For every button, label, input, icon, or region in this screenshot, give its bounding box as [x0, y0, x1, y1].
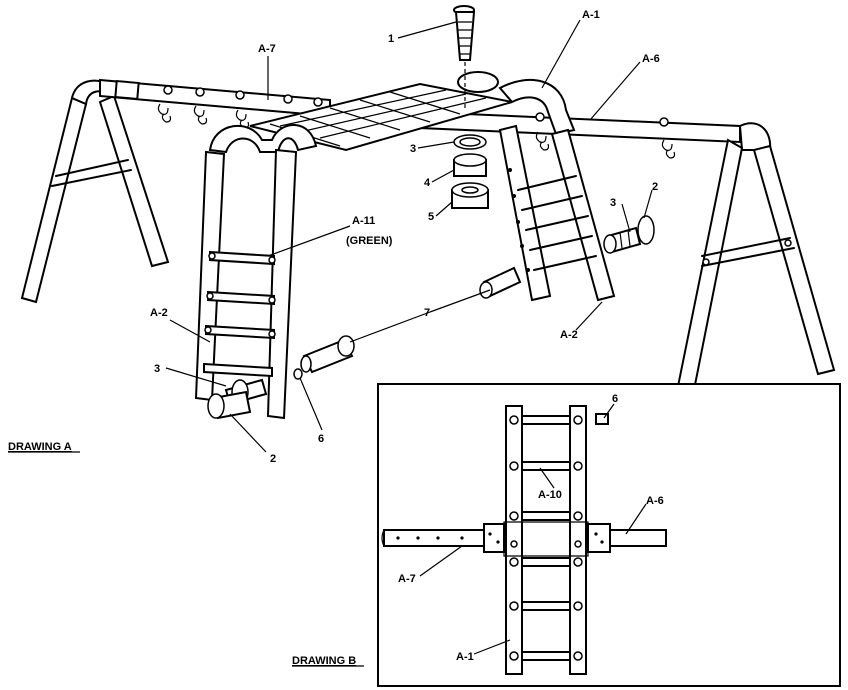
label-part-3-left: 3 [154, 363, 160, 375]
label-part-4: 4 [424, 177, 431, 189]
label-part-2-right: 2 [652, 181, 658, 193]
part-1-bolt [453, 5, 476, 108]
b-beam-a6 [587, 523, 667, 553]
label-green: (GREEN) [346, 235, 393, 247]
label-a2-left: A-2 [150, 307, 168, 319]
drawing-a: 1 A-1 A-6 A-7 3 4 5 2 3 A-11 (GREEN) A-2… [8, 5, 836, 465]
label-part-3-top: 3 [410, 143, 416, 155]
label-part-1: 1 [388, 33, 394, 45]
b-rungs-a10 [521, 415, 571, 661]
b-label-a10: A-10 [538, 489, 562, 501]
leader-lines-b [419, 403, 647, 655]
part-7-bolts [300, 266, 522, 374]
left-a-frame [20, 79, 170, 304]
rear-arch-a1 [498, 79, 616, 302]
label-a1: A-1 [582, 9, 600, 21]
left-parts-2-3-6 [207, 368, 303, 420]
label-part-7: 7 [424, 307, 430, 319]
b-label-a1: A-1 [456, 651, 474, 663]
b-label-a7: A-7 [398, 573, 416, 585]
rear-ladder-rungs [517, 175, 597, 271]
hanging-clips-left [157, 103, 250, 129]
right-parts-2-3 [603, 215, 655, 254]
label-a2-right: A-2 [560, 329, 578, 341]
label-a6: A-6 [642, 53, 660, 65]
b-bolt-heads [509, 413, 609, 661]
label-part-5: 5 [428, 211, 434, 223]
label-a11: A-11 [352, 215, 375, 227]
drawing-b: 6 A-10 A-6 A-7 A-1 DRAWING B [292, 383, 841, 687]
front-arch-a1 [194, 124, 318, 420]
label-part-2-left: 2 [270, 453, 276, 465]
parts-3-4-5-stack [451, 134, 489, 209]
right-a-frame [672, 122, 836, 412]
label-a7: A-7 [258, 43, 276, 55]
b-label-a6: A-6 [646, 495, 664, 507]
b-beam-a7 [381, 523, 505, 553]
drawing-a-title: DRAWING A [8, 441, 72, 453]
front-ladder-rungs [203, 250, 275, 378]
leader-lines-a [165, 19, 653, 453]
label-part-3-right: 3 [610, 197, 616, 209]
drawing-b-title: DRAWING B [292, 655, 356, 667]
label-part-6: 6 [318, 433, 324, 445]
b-label-part-6: 6 [612, 393, 618, 405]
